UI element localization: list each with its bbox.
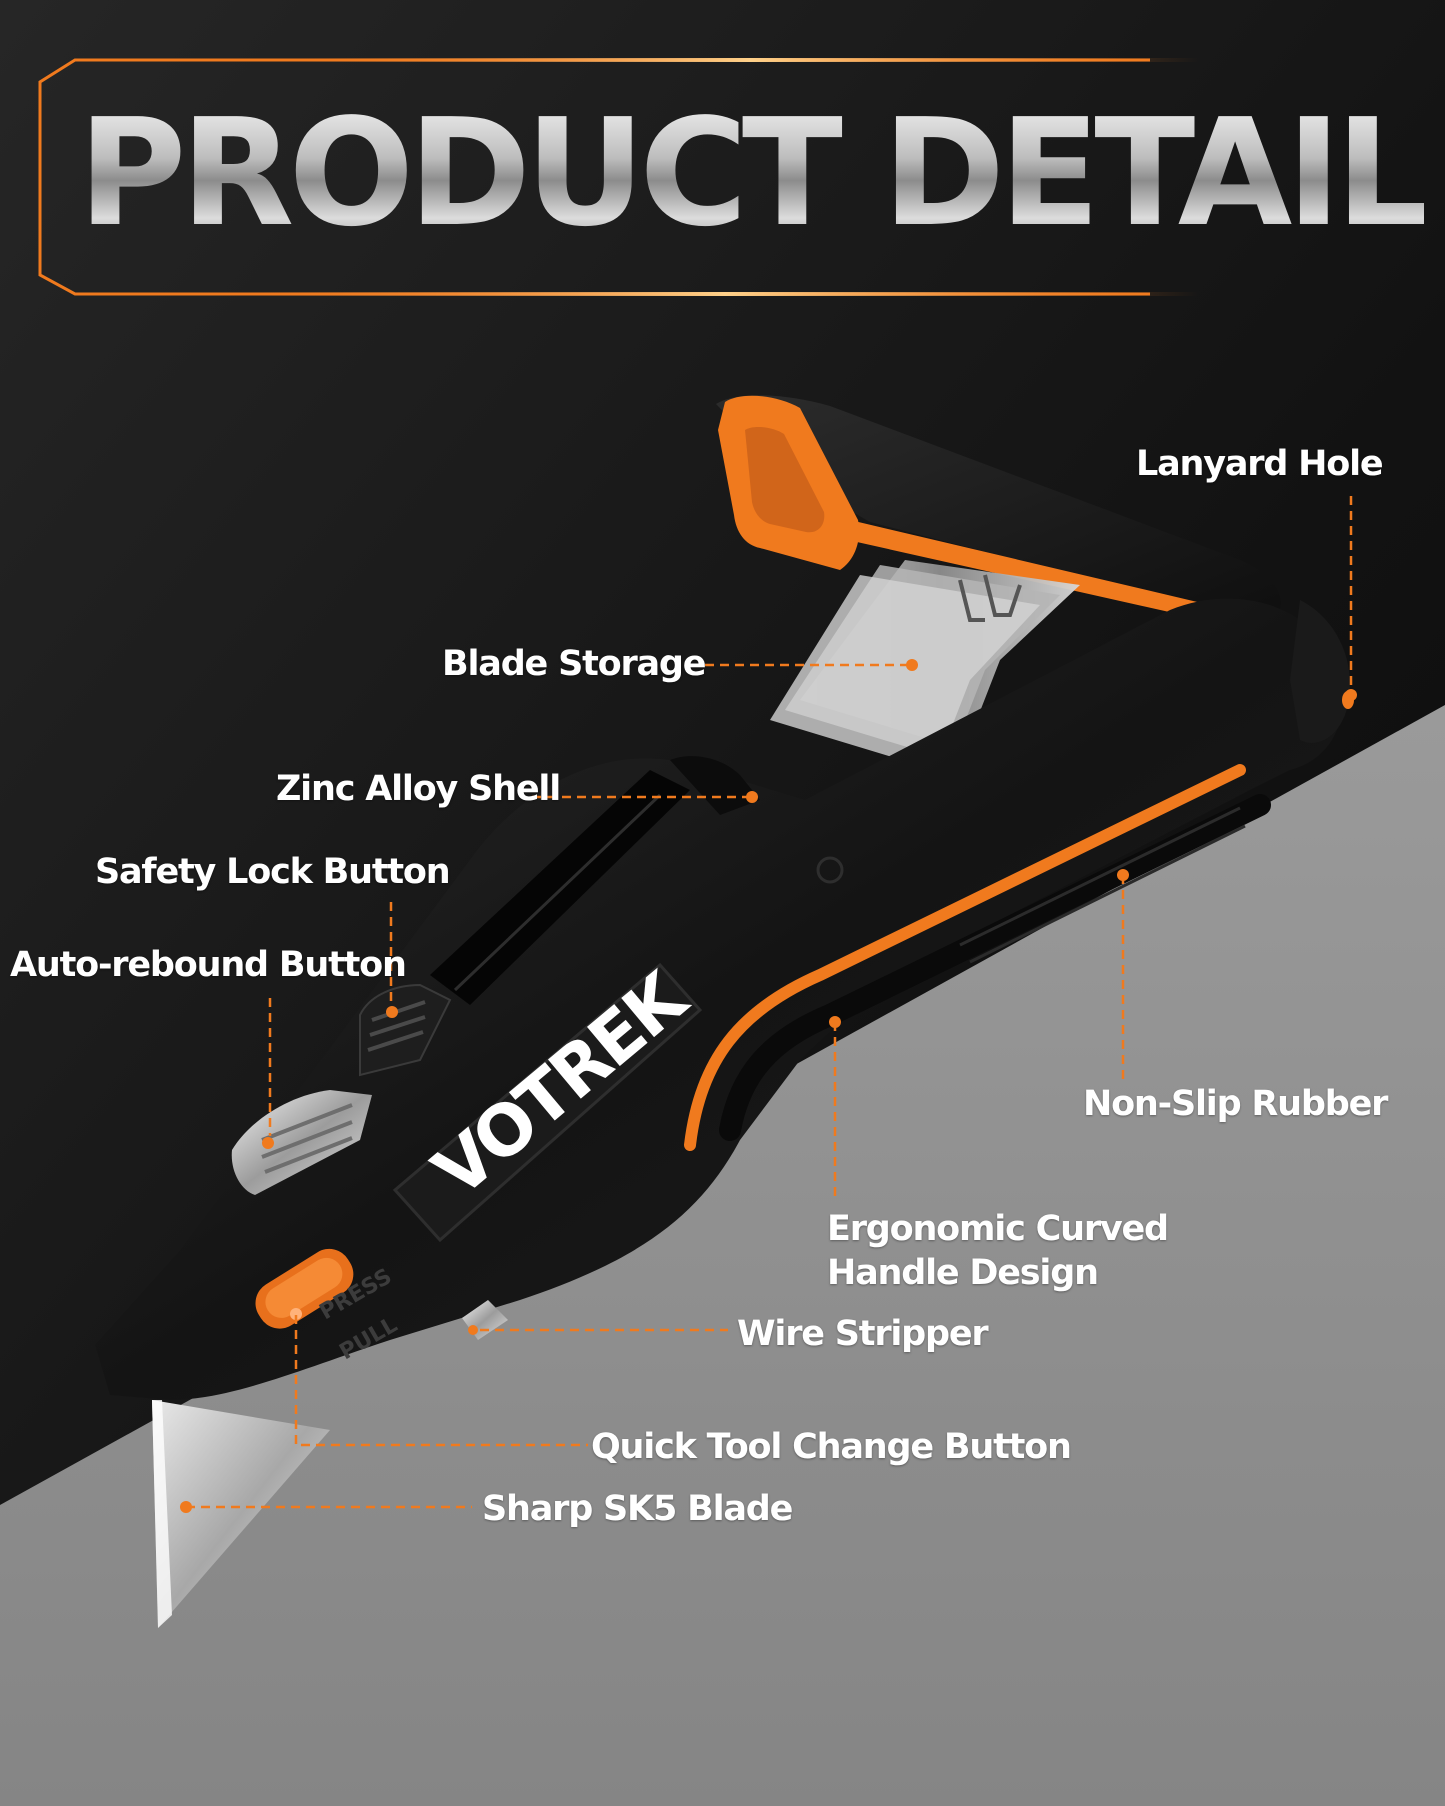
label-wire-stripper: Wire Stripper [737, 1314, 989, 1354]
background-gray-diagonal [0, 705, 1445, 1806]
storage-lid [716, 395, 1282, 628]
label-sharp-sk5-blade: Sharp SK5 Blade [482, 1489, 793, 1529]
label-quick-tool-change-button: Quick Tool Change Button [591, 1427, 1072, 1467]
leader-lines [186, 496, 1353, 1509]
label-zinc-alloy-shell: Zinc Alloy Shell [276, 769, 561, 809]
label-auto-rebound-button: Auto-rebound Button [10, 945, 407, 985]
label-non-slip-rubber: Non-Slip Rubber [1083, 1084, 1388, 1124]
safety-lock-button-graphic [359, 983, 452, 1077]
stored-blades [770, 560, 1080, 770]
title-glow-top [300, 58, 1200, 62]
sk5-blade-graphic [152, 1400, 330, 1628]
label-ergonomic-handle: Ergonomic Curved Handle Design [827, 1207, 1169, 1295]
title-glow-bottom [250, 292, 1200, 296]
label-lanyard-hole: Lanyard Hole [1136, 444, 1384, 484]
knife-body [95, 598, 1354, 1400]
wire-stripper-graphic [462, 1300, 508, 1340]
leader-dots [746, 659, 1357, 1028]
label-ergonomic-line-1: Ergonomic Curved [827, 1209, 1169, 1249]
quick-change-button-graphic [255, 1248, 354, 1329]
label-safety-lock-button: Safety Lock Button [95, 852, 451, 892]
page-title: PRODUCT DETAIL [78, 87, 1430, 259]
label-ergonomic-line-2: Handle Design [827, 1253, 1099, 1293]
label-blade-storage: Blade Storage [442, 644, 707, 684]
auto-rebound-button-graphic [231, 1090, 372, 1195]
